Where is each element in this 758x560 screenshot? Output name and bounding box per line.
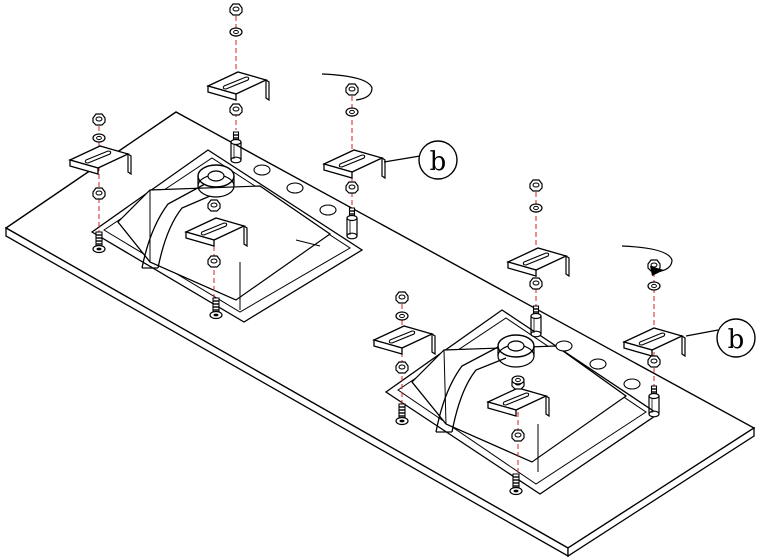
plate-holes xyxy=(254,165,640,389)
sink-bowl-left xyxy=(92,150,362,322)
callout-label: b xyxy=(728,325,745,355)
rotation-arrow-icon xyxy=(622,246,672,272)
callout-label: b xyxy=(430,147,447,177)
callout-b-lower: b xyxy=(686,319,755,357)
rotation-arrow-icon xyxy=(322,74,372,100)
callout-b-upper: b xyxy=(384,141,457,179)
rotation-arrowhead-icon xyxy=(650,266,664,276)
